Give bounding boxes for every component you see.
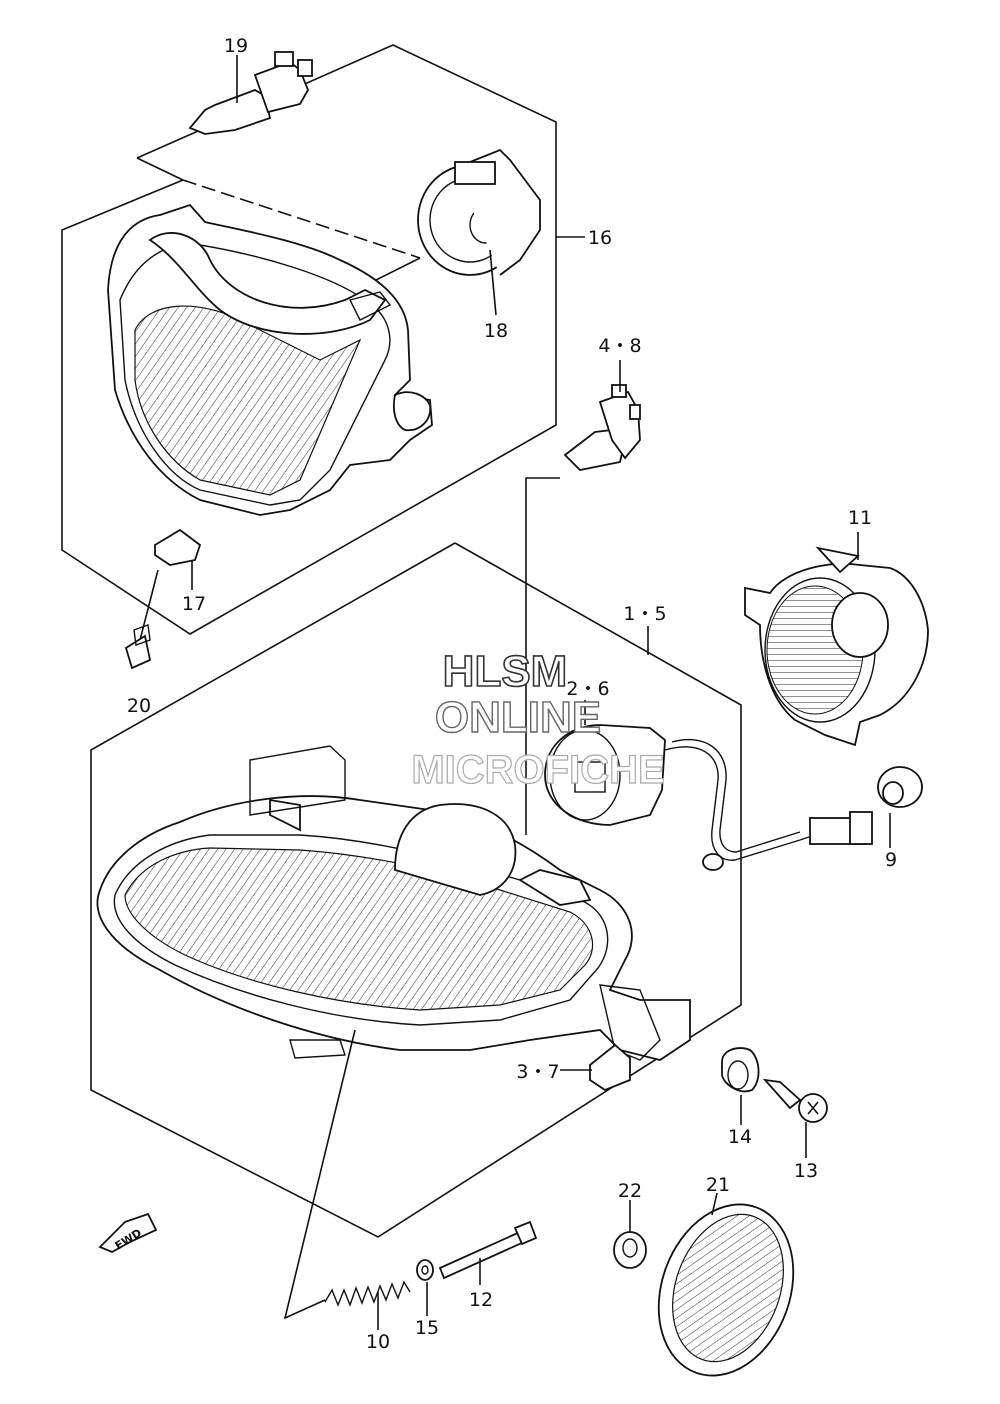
callout-labels: 19 16 18 4・8 11 17 1・5 20 2・6 9 3・7 14 1… (127, 35, 897, 1353)
part-4-8-bulb (525, 360, 641, 835)
adjuster-leader-v (283, 1029, 356, 1320)
upper-assembly-frame (61, 44, 557, 635)
watermark-line-1: HLSM (443, 647, 568, 696)
callout-13: 13 (794, 1160, 818, 1182)
part-21-reflector (657, 1192, 795, 1377)
callout-19: 19 (224, 35, 248, 57)
watermark-line-2: ONLINE (435, 693, 601, 742)
callout-16: 16 (588, 227, 612, 249)
part-18-bulb-cover (417, 148, 541, 316)
part-12-adjust-screw (438, 1220, 538, 1285)
callout-17: 17 (182, 593, 206, 615)
part-14-grommet (721, 1047, 760, 1125)
callout-14: 14 (728, 1126, 752, 1148)
part-19-bulb (188, 51, 313, 135)
callout-15: 15 (415, 1317, 439, 1339)
part-2-6-socket (544, 700, 873, 871)
callout-11: 11 (848, 507, 872, 529)
part-9-grommet (877, 766, 923, 848)
lower-assembly-frame (90, 542, 742, 1238)
callout-22: 22 (618, 1180, 642, 1202)
callout-10: 10 (366, 1331, 390, 1353)
part-13-screw (762, 1078, 828, 1158)
upper-headlamp-housing (107, 203, 433, 516)
part-15-washer (416, 1259, 434, 1316)
part-10-spring (324, 1280, 411, 1330)
watermark-line-3: MICROFICHE (411, 748, 664, 792)
forward-direction-indicator: FWD (98, 1212, 158, 1253)
part-3-7-clip (560, 1043, 631, 1092)
part-17-clip (154, 528, 202, 590)
callout-18: 18 (484, 320, 508, 342)
callout-2-6: 2・6 (566, 678, 609, 700)
callout-20: 20 (127, 695, 151, 717)
callout-4-8: 4・8 (598, 335, 641, 357)
part-11-mount-ring (744, 532, 929, 747)
callout-12: 12 (469, 1289, 493, 1311)
callout-1-5: 1・5 (623, 603, 666, 625)
part-22-nut (613, 1200, 647, 1269)
watermark: HLSM ONLINE MICROFICHE (411, 646, 666, 792)
part-20-screw (124, 569, 159, 670)
lower-headlamp-assembly (96, 745, 691, 1061)
callout-21: 21 (706, 1174, 730, 1196)
callout-3-7: 3・7 (516, 1061, 559, 1083)
callout-9: 9 (885, 849, 897, 871)
